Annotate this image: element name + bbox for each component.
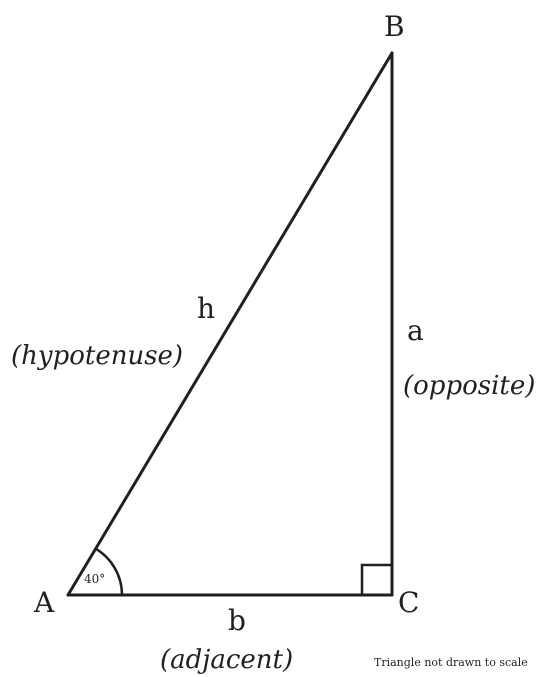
hypotenuse-letter: h [197, 292, 215, 325]
adjacent-role: (adjacent) [160, 645, 293, 675]
vertex-label-b: B [384, 10, 405, 43]
right-angle-marker [360, 563, 392, 595]
adjacent-letter: b [228, 604, 246, 637]
opposite-letter: a [407, 314, 424, 347]
scale-note: Triangle not drawn to scale [374, 656, 528, 669]
angle-a-value: 40° [84, 572, 105, 586]
angle-a-arc [95, 547, 124, 596]
hypotenuse-side [66, 51, 394, 597]
vertex-label-c: C [398, 586, 419, 619]
opposite-role: (opposite) [403, 371, 535, 401]
vertex-label-a: A [33, 586, 55, 619]
hypotenuse-role: (hypotenuse) [11, 341, 183, 371]
